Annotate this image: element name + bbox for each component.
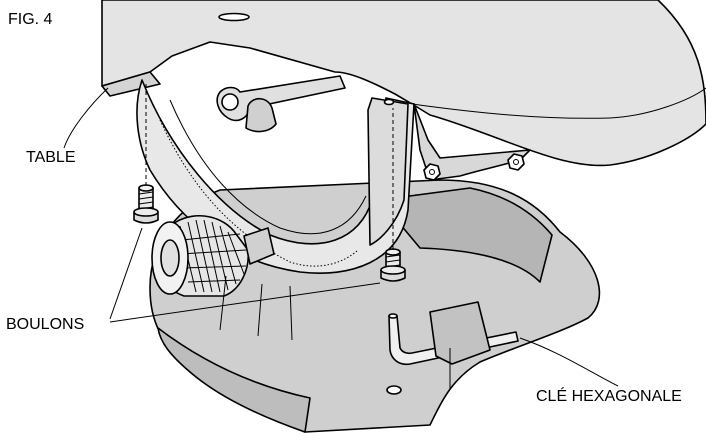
base-mount-hole — [386, 385, 402, 395]
base-rib-3 — [289, 285, 293, 341]
bolt-left — [133, 184, 159, 224]
figure-number: FIG. 4 — [8, 11, 53, 28]
hex-key — [388, 315, 519, 366]
table-callout-label: TABLE — [26, 149, 76, 166]
knob-face-inner — [160, 239, 180, 277]
table-left-edge — [101, 71, 161, 97]
hex-nut-right-center — [513, 159, 519, 165]
bracket-post — [367, 97, 409, 246]
hex-key-leader — [519, 337, 619, 387]
right-support — [413, 103, 531, 181]
base-rear-face — [379, 187, 553, 283]
table-edge-line — [411, 87, 706, 119]
base-rib-2 — [257, 283, 263, 337]
base-cavity — [429, 301, 491, 365]
hex-key-callout-label: CLÉ HEXAGONALE — [536, 388, 682, 405]
table-leader — [63, 87, 109, 149]
base-rib-1 — [219, 275, 227, 331]
bolts-leader-right — [109, 282, 381, 323]
knob-shaft — [243, 227, 275, 265]
bracket-inner-curve — [169, 99, 367, 235]
hex-key-end — [388, 313, 398, 319]
miter-scale — [159, 119, 359, 267]
bolts-leader-left — [109, 227, 143, 320]
hex-nut-left-center — [429, 169, 435, 175]
post-hole — [383, 98, 395, 106]
base-ledge — [157, 327, 311, 433]
saw-table — [101, 0, 706, 167]
hex-nut-right — [507, 153, 525, 171]
lever-knob — [245, 97, 277, 133]
bolts-callout-label: BOULONS — [6, 316, 85, 333]
bolt-right — [380, 248, 406, 282]
lever-pivot — [221, 93, 239, 111]
hex-nut-left — [423, 163, 441, 181]
table-slot — [218, 12, 250, 22]
